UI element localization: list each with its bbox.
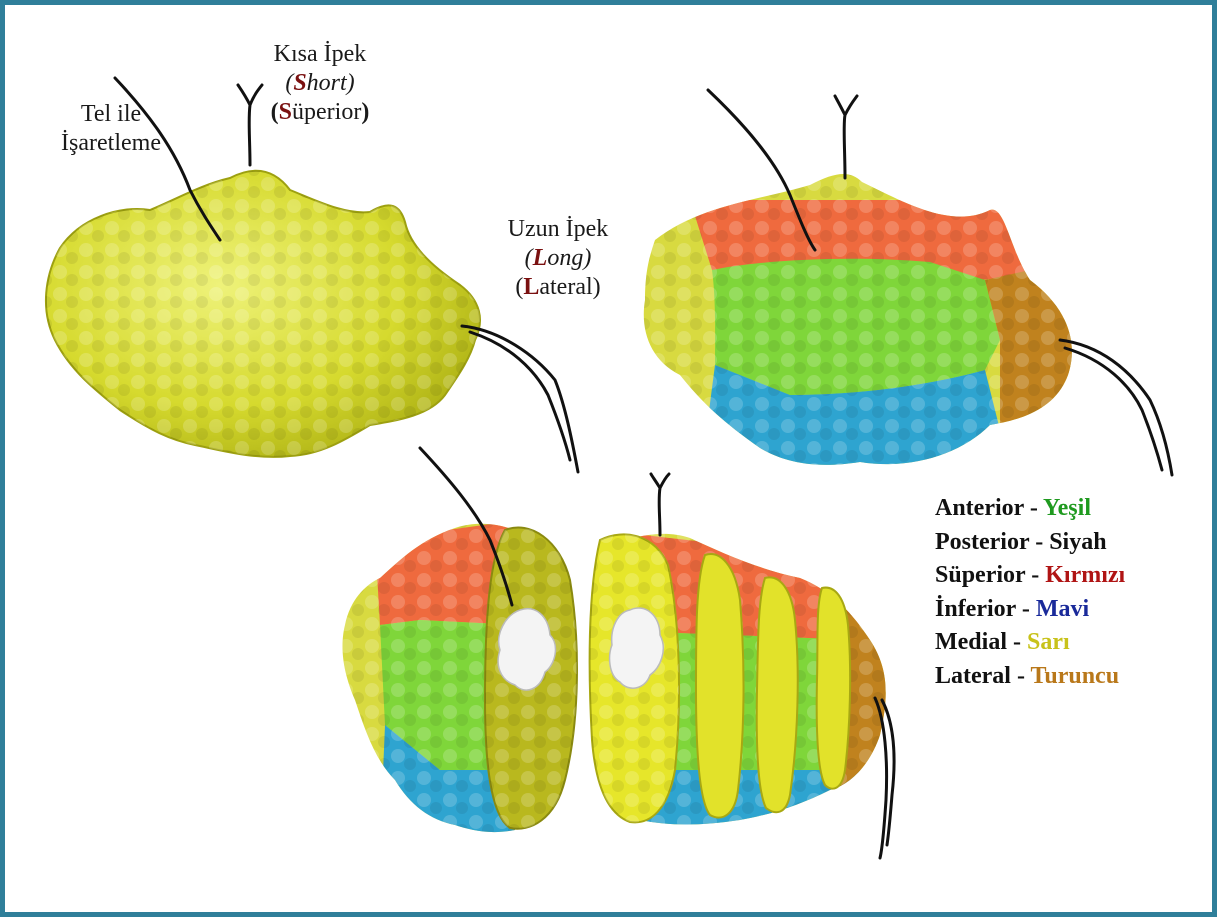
label-wire-marking: Tel ile İşaretleme — [46, 100, 176, 158]
legend-color-name: Mavi — [1036, 596, 1089, 622]
label-wire-line1: Tel ile — [46, 100, 176, 129]
legend-sep: - — [1024, 495, 1043, 521]
label-long-rest: ong) — [547, 245, 591, 271]
legend-color-name: Yeşil — [1043, 495, 1091, 521]
legend-color-name: Turuncu — [1031, 663, 1120, 689]
label-short-rest: hort) — [307, 70, 355, 96]
label-long-title: Uzun İpek — [478, 215, 638, 244]
label-short-english: (Short) — [240, 69, 400, 98]
legend-term: Lateral — [935, 663, 1011, 689]
cut-surface-left — [485, 527, 577, 828]
specimen-colored — [630, 160, 1090, 480]
orientation-color-legend: Anterior - Yeşil Posterior - Siyah Süper… — [935, 492, 1125, 693]
legend-row: Posterior - Siyah — [935, 526, 1125, 560]
legend-sep: - — [1025, 562, 1045, 588]
legend-sep: - — [1029, 529, 1049, 555]
label-short-initial: S — [293, 70, 306, 96]
legend-color-name: Kırmızı — [1045, 562, 1125, 588]
legend-row: Medial - Sarı — [935, 626, 1125, 660]
label-superior-initial: S — [279, 99, 292, 125]
label-wire-line2: İşaretleme — [46, 129, 176, 158]
label-lateral-initial: L — [523, 274, 539, 300]
legend-term: İnferior — [935, 596, 1016, 622]
legend-sep: - — [1016, 596, 1036, 622]
label-short-title: Kısa İpek — [240, 40, 400, 69]
legend-row: İnferior - Mavi — [935, 593, 1125, 627]
label-superior-open: ( — [271, 99, 279, 125]
label-short-suture: Kısa İpek (Short) (Süperior) — [240, 40, 400, 127]
legend-term: Süperior — [935, 562, 1025, 588]
legend-row: Lateral - Turuncu — [935, 660, 1125, 694]
specimen-whole-yellow — [46, 171, 480, 457]
legend-color-name: Siyah — [1049, 529, 1106, 555]
legend-sep: - — [1007, 629, 1027, 655]
legend-term: Posterior — [935, 529, 1029, 555]
legend-row: Anterior - Yeşil — [935, 492, 1125, 526]
label-long-initial: L — [533, 245, 548, 271]
label-superior-rest: üperior — [292, 99, 361, 125]
legend-row: Süperior - Kırmızı — [935, 559, 1125, 593]
legend-term: Anterior — [935, 495, 1024, 521]
label-superior: (Süperior) — [240, 98, 400, 127]
label-long-suture: Uzun İpek (Long) (Lateral) — [478, 215, 638, 302]
label-lateral: (Lateral) — [478, 273, 638, 302]
legend-color-name: Sarı — [1027, 629, 1070, 655]
legend-sep: - — [1011, 663, 1031, 689]
label-lateral-rest: ateral) — [539, 274, 600, 300]
label-superior-close: ) — [361, 99, 369, 125]
label-long-english: (Long) — [478, 244, 638, 273]
label-long-open: ( — [525, 245, 533, 271]
legend-term: Medial — [935, 629, 1007, 655]
